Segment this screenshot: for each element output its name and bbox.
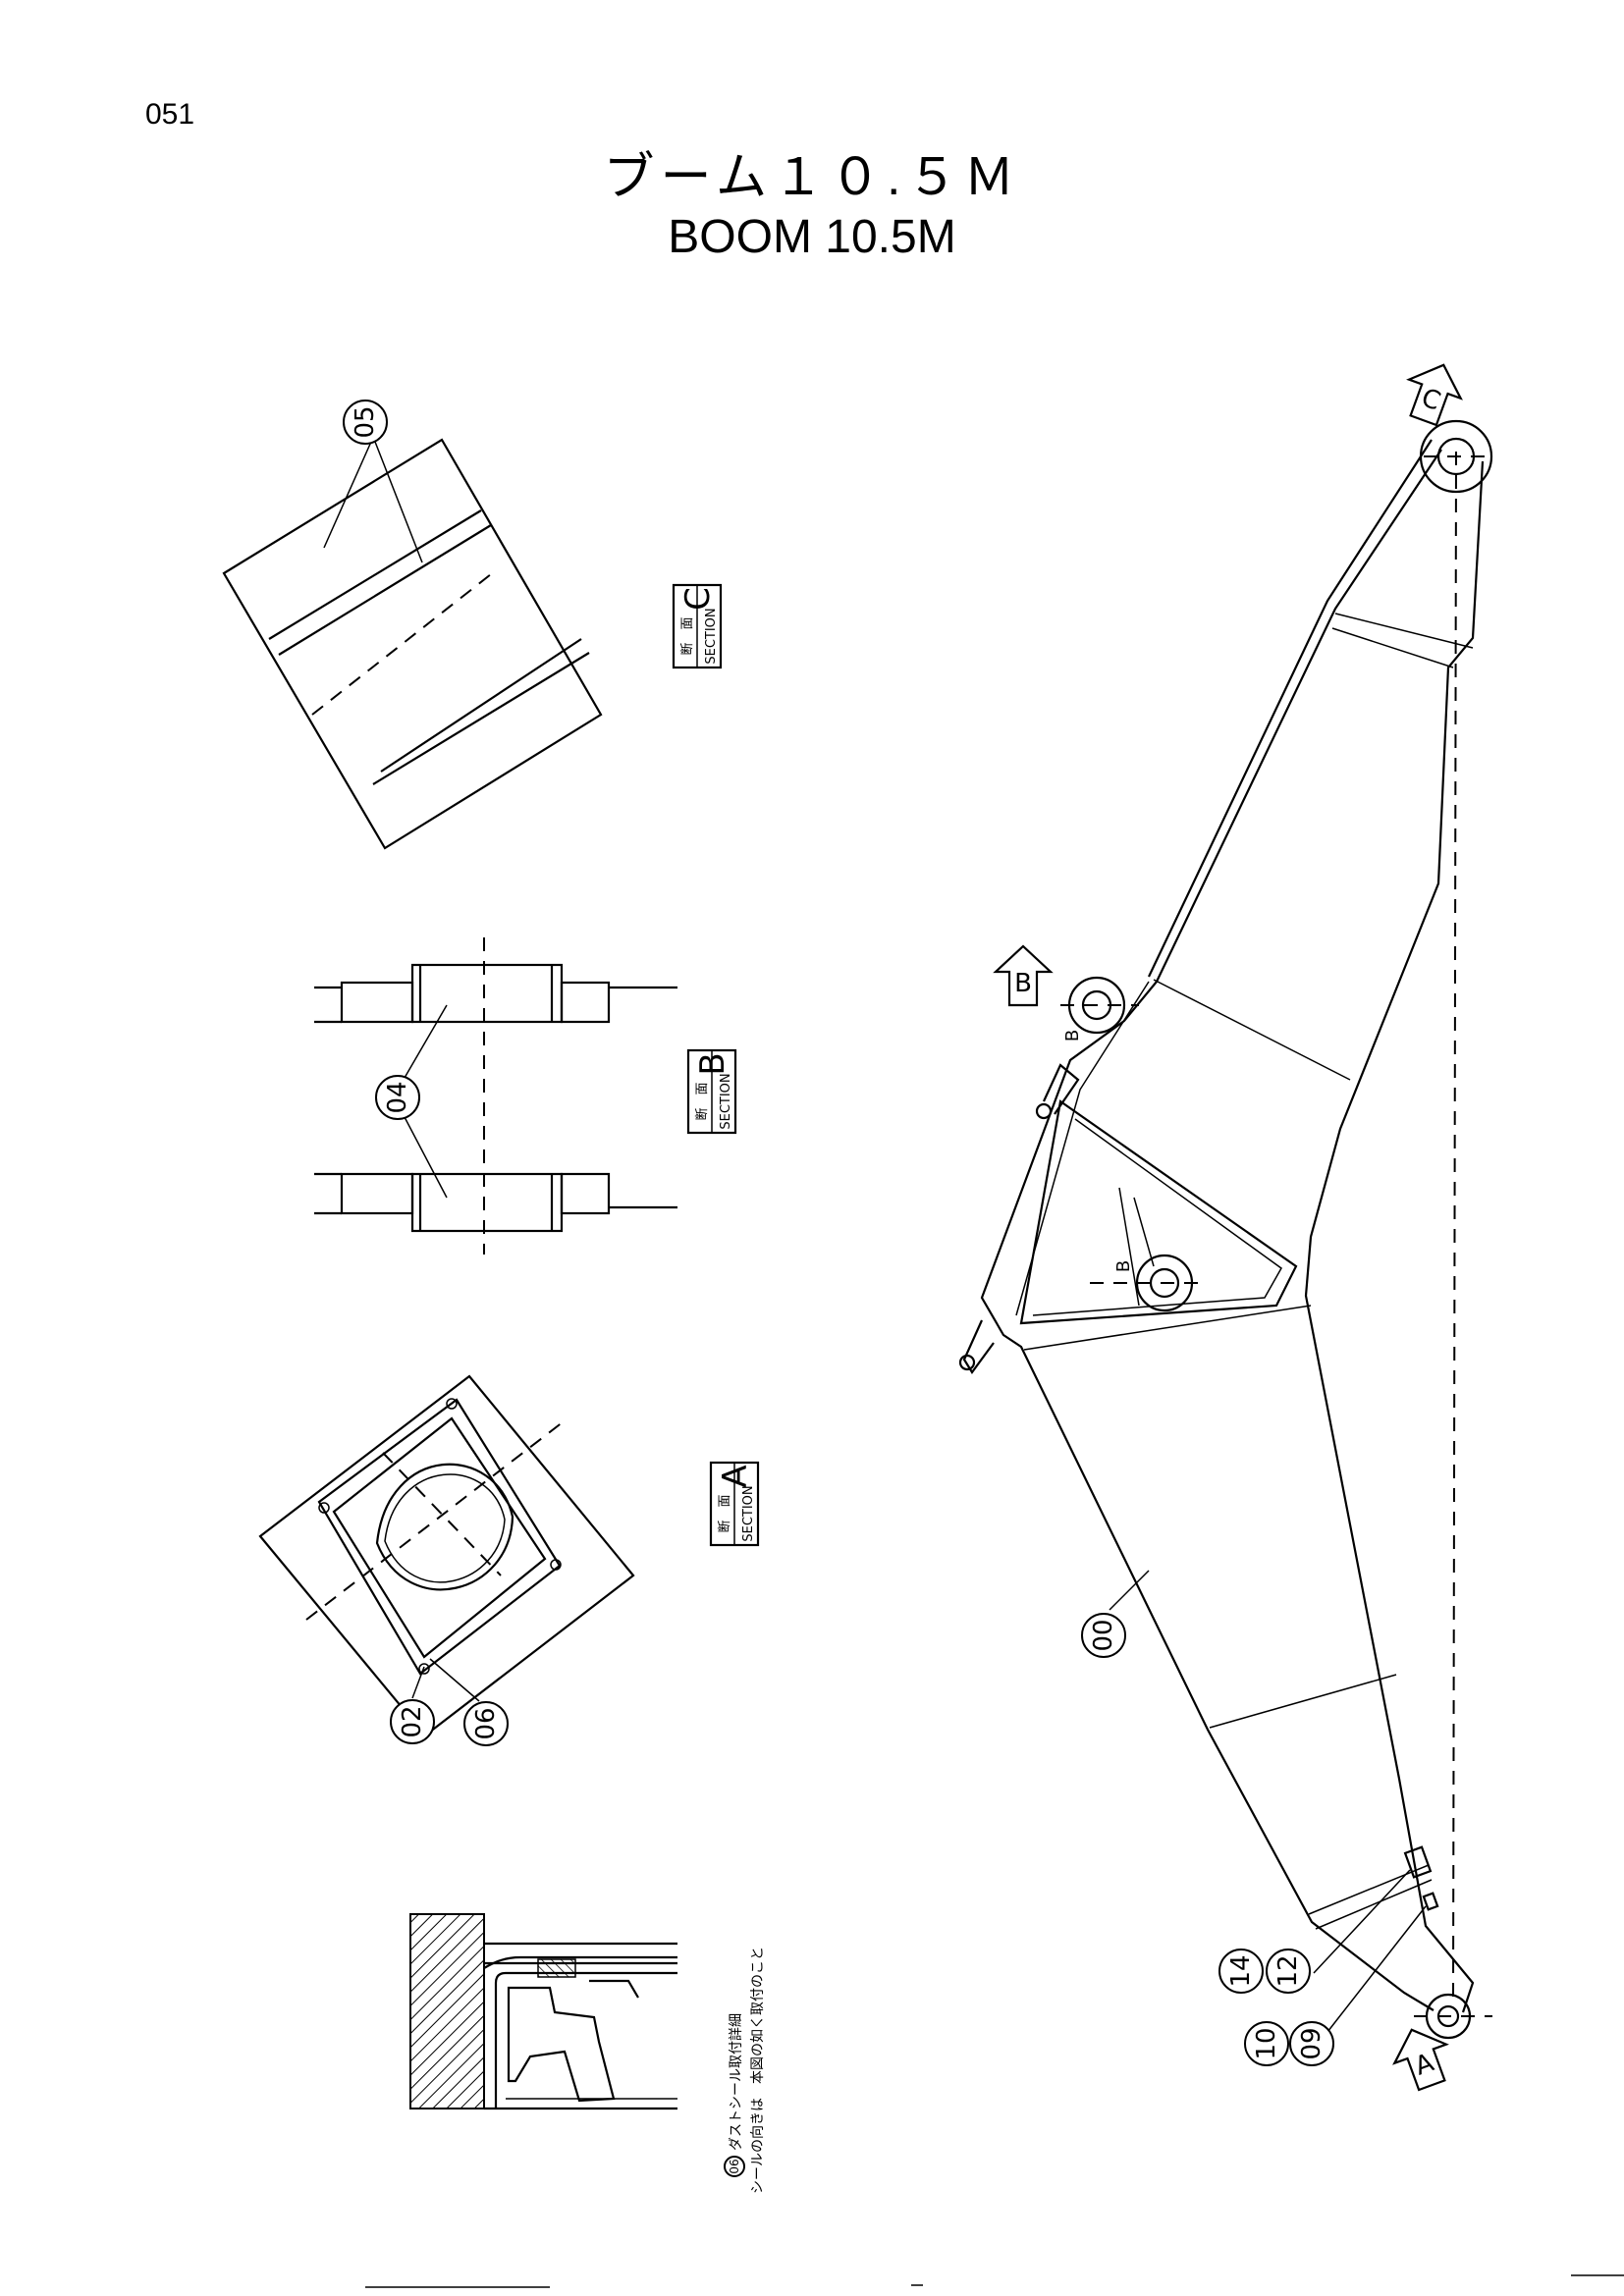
callout-00: 00 <box>1081 1613 1126 1658</box>
section-a-letter: A <box>716 1465 755 1487</box>
callout-12-label: 12 <box>1273 1954 1303 1987</box>
leader-12 <box>1313 1869 1411 1974</box>
section-b-ja: 断 面 <box>695 1082 710 1120</box>
section-a-view <box>258 1374 635 1737</box>
callout-06: 06 <box>463 1701 509 1746</box>
callout-04-label: 04 <box>383 1081 412 1113</box>
callout-00-label: 00 <box>1089 1619 1118 1651</box>
leader-02 <box>411 1666 425 1699</box>
callout-09: 09 <box>1289 2021 1334 2066</box>
leader-05a <box>323 441 372 549</box>
section-b-en: SECTION <box>719 1073 733 1129</box>
title-english: BOOM 10.5M <box>668 211 956 263</box>
leader-04a <box>404 1004 448 1079</box>
view-marker-a: A <box>1392 2028 1449 2092</box>
callout-02: 02 <box>390 1699 435 1744</box>
bottom-edge-marks <box>365 2274 1624 2288</box>
section-c-view <box>222 438 603 850</box>
detail-note-ref: 06 <box>728 2159 741 2173</box>
callout-05: 05 <box>343 400 388 445</box>
callout-12: 12 <box>1266 1949 1311 1994</box>
leader-00 <box>1109 1570 1150 1611</box>
callout-10-label: 10 <box>1252 2027 1281 2059</box>
section-b-letter: B <box>693 1052 732 1075</box>
view-marker-b: B <box>993 944 1054 1007</box>
section-a-en: SECTION <box>741 1485 756 1541</box>
cut-mark-b-lower: B <box>1113 1260 1134 1272</box>
section-c-label: 断 面 SECTION C <box>672 583 723 669</box>
callout-10: 10 <box>1244 2021 1289 2066</box>
boom-side-view <box>958 419 1493 2040</box>
callout-09-label: 09 <box>1297 2027 1326 2059</box>
detail-note-line2: シールの向きは 本図の如く取付のこと <box>750 1947 766 2194</box>
callout-04: 04 <box>375 1075 420 1120</box>
callout-14: 14 <box>1218 1949 1264 1994</box>
cut-mark-b-upper: B <box>1062 1030 1083 1041</box>
page-number: 051 <box>145 98 195 131</box>
section-a-label: 断 面 SECTION A <box>709 1461 760 1547</box>
section-b-view <box>314 937 677 1255</box>
section-c-letter: C <box>678 587 718 611</box>
detail-note: 06 ダストシール取付詳細 シールの向きは 本図の如く取付のこと <box>724 1947 766 2194</box>
leader-05b <box>374 441 423 563</box>
page-title: ブーム１０.５Ｍ BOOM 10.5M <box>0 147 1624 267</box>
dust-seal-detail <box>409 1913 677 2110</box>
section-c-ja: 断 面 <box>680 616 695 655</box>
section-a-ja: 断 面 <box>718 1494 732 1532</box>
callout-05-label: 05 <box>351 405 380 438</box>
cut-mark-b-lower-label: B <box>1113 1260 1134 1272</box>
callout-14-label: 14 <box>1226 1954 1256 1987</box>
leader-06 <box>429 1658 480 1702</box>
section-c-en: SECTION <box>704 608 719 664</box>
detail-note-line1: ダストシール取付詳細 <box>729 2013 744 2151</box>
title-japanese: ブーム１０.５Ｍ <box>603 149 1021 206</box>
section-b-label: 断 面 SECTION B <box>686 1048 737 1135</box>
view-marker-c: C <box>1406 363 1463 427</box>
leader-09 <box>1326 1905 1427 2033</box>
leader-04b <box>404 1116 448 1199</box>
view-marker-b-label: B <box>1014 969 1032 998</box>
callout-06-label: 06 <box>471 1707 501 1739</box>
callout-02-label: 02 <box>398 1705 427 1737</box>
cut-mark-b-upper-label: B <box>1062 1030 1083 1041</box>
